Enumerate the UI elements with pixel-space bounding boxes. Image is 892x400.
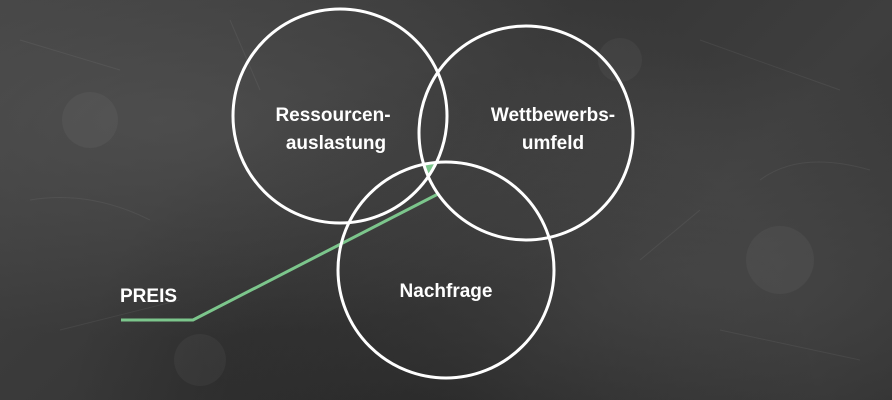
wettbewerb-label-line2: umfeld [522,133,584,154]
wettbewerb-label-line1: Wettbewerbs- [491,105,615,126]
nachfrage-label: Nachfrage [400,281,493,302]
ressourcen-label-line2: auslastung [286,133,386,154]
ressourcen-label-line1: Ressourcen- [275,105,390,126]
ressourcenauslastung-circle [231,7,449,225]
preis-label: PREIS [120,286,177,307]
preis-pointer-line [121,192,439,322]
wettbewerbsumfeld-circle [417,24,635,242]
nachfrage-circle [336,160,556,380]
